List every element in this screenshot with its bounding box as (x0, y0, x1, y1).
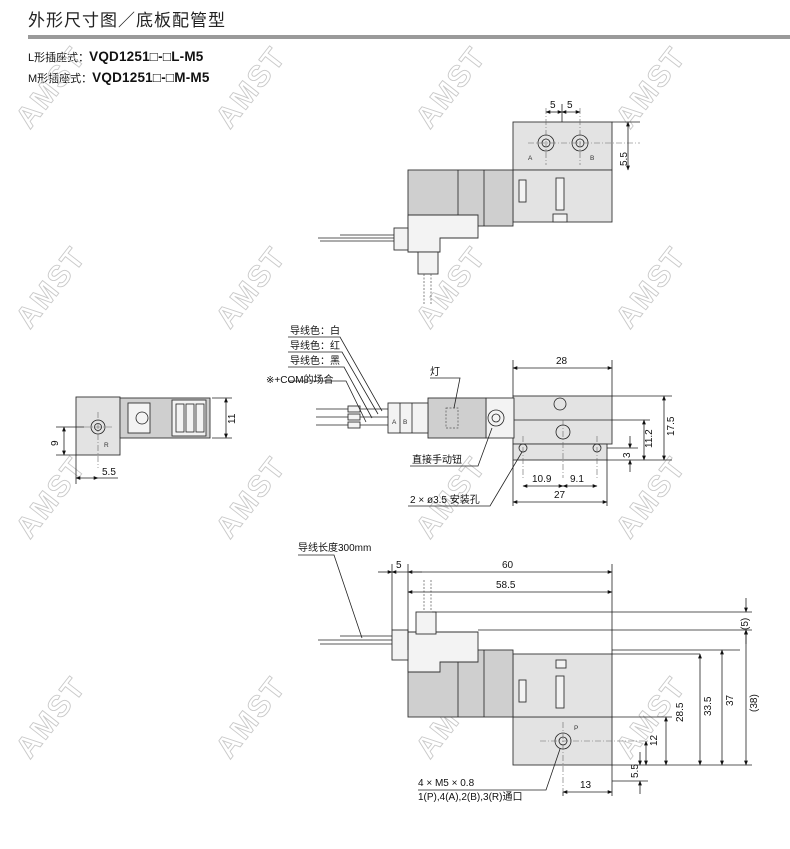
dim-side-height-total: 17.5 (666, 416, 677, 436)
model-line-l: L形插座式：VQD1251□-□L-M5 (28, 49, 204, 65)
watermark-text: AMST (410, 41, 493, 135)
connector-block (407, 214, 479, 253)
connector-letter-b: B (403, 419, 407, 426)
dim-side-base-width: 27 (554, 490, 566, 501)
dim-end-height: 11 (227, 413, 238, 424)
dim-front-paren-38: (38) (749, 694, 760, 712)
lead-black-label: 导线色：黑 (290, 354, 340, 367)
dim-front-port-x: 13 (580, 780, 592, 791)
dim-side-hole-left: 10.9 (532, 474, 552, 485)
port-p-label: P (574, 725, 578, 732)
page-title: 外形尺寸图／底板配管型 (28, 11, 226, 30)
dim-offset: 5.5 (619, 152, 630, 166)
front-manual-slot (555, 675, 565, 709)
mount-label: 2 × ø3.5 安装孔 (410, 493, 480, 506)
watermark-text: AMST (10, 41, 93, 135)
watermark-text: AMST (610, 41, 693, 135)
watermark-text: AMST (210, 671, 293, 765)
dim-front-paren-5: (5) (740, 618, 751, 630)
side-view: A B 导线色：白 导线色：红 导线色：黑 ※+COM的场合 灯 直接手动钮 2… (266, 324, 677, 507)
dim-side-hole-right: 9.1 (570, 474, 584, 485)
watermark-text: AMST (10, 671, 93, 765)
manual-tab (552, 213, 568, 223)
dim-front-h-33-5: 33.5 (703, 696, 714, 716)
side-coil (427, 397, 487, 439)
watermark-text: AMST (610, 451, 693, 545)
port-note-1: 4 × M5 × 0.8 (418, 778, 475, 789)
end-view: R 11 9 5.5 (50, 396, 238, 484)
connector-nut (393, 227, 409, 251)
port-b-label: B (590, 155, 594, 162)
dim-front-conn-offset: 5 (396, 560, 402, 571)
front-plug (415, 611, 437, 635)
lamp-label: 灯 (430, 366, 440, 378)
lamp-position (445, 407, 459, 429)
watermark-text: AMST (210, 241, 293, 335)
watermark-text: AMST (210, 41, 293, 135)
port-a-label: A (528, 155, 533, 162)
com-note: ※+COM的场合 (266, 373, 334, 386)
watermark-text: AMST (10, 241, 93, 335)
dim-end-hole-height: 9 (50, 440, 61, 446)
front-connector (407, 631, 479, 673)
manual-label: 直接手动钮 (412, 453, 462, 466)
dim-side-height-mid: 11.2 (644, 429, 655, 448)
port-r-label: R (104, 442, 109, 449)
model-prefix-l: L形插座式： (28, 52, 90, 64)
dim-front-h-37: 37 (725, 694, 736, 706)
end-connector (171, 399, 207, 437)
dim-pitch-right: 5 (567, 100, 573, 111)
lead-red-label: 导线色：红 (290, 339, 340, 352)
lead-length-label: 导线长度300mm (298, 541, 371, 554)
front-indicator-window (518, 679, 527, 703)
watermark-text: AMST (610, 241, 693, 335)
manual-knob (487, 409, 505, 427)
side-connector (387, 402, 429, 434)
port-note-2: 1(P),4(A),2(B),3(R)通口 (418, 791, 522, 803)
title-rule (28, 35, 790, 39)
model-code-m: VQD1251□-□M-M5 (92, 70, 210, 85)
dim-front-port-bottom: 5.5 (630, 764, 641, 778)
model-code-l: VQD1251□-□L-M5 (89, 49, 204, 64)
front-manual-tab (555, 659, 567, 669)
side-base (512, 443, 608, 461)
plug-stem (417, 251, 439, 275)
model-prefix-m: M形插座式： (28, 73, 93, 85)
watermark-text: AMST (10, 451, 93, 545)
side-screw-top (553, 397, 567, 411)
dim-side-width-top: 28 (556, 356, 568, 367)
manual-slot (555, 177, 565, 211)
base-block (512, 121, 613, 171)
dim-pitch-left: 5 (550, 100, 556, 111)
connector-letter-a: A (392, 419, 397, 426)
end-coil-face (127, 402, 151, 434)
indicator-window (518, 179, 527, 203)
dim-front-port-h: 12 (649, 734, 660, 746)
lead-white-label: 导线色：白 (290, 324, 340, 337)
top-view: A B 5 5 5.5 (318, 100, 640, 305)
dim-side-hole-offset: 3 (622, 452, 633, 458)
front-connector-nut (391, 629, 409, 661)
dim-end-hole-x: 5.5 (102, 467, 116, 478)
model-line-m: M形插座式：VQD1251□-□M-M5 (28, 70, 210, 86)
dim-front-body: 58.5 (496, 580, 516, 591)
dim-front-overall: 60 (502, 560, 514, 571)
front-view: P 导线长度300mm 4 × M5 × 0.8 1(P),4(A),2(B),… (298, 541, 760, 803)
dim-front-h-28-5: 28.5 (675, 702, 686, 722)
watermark-text: AMST (210, 451, 293, 545)
end-lamp-icon (135, 411, 149, 425)
